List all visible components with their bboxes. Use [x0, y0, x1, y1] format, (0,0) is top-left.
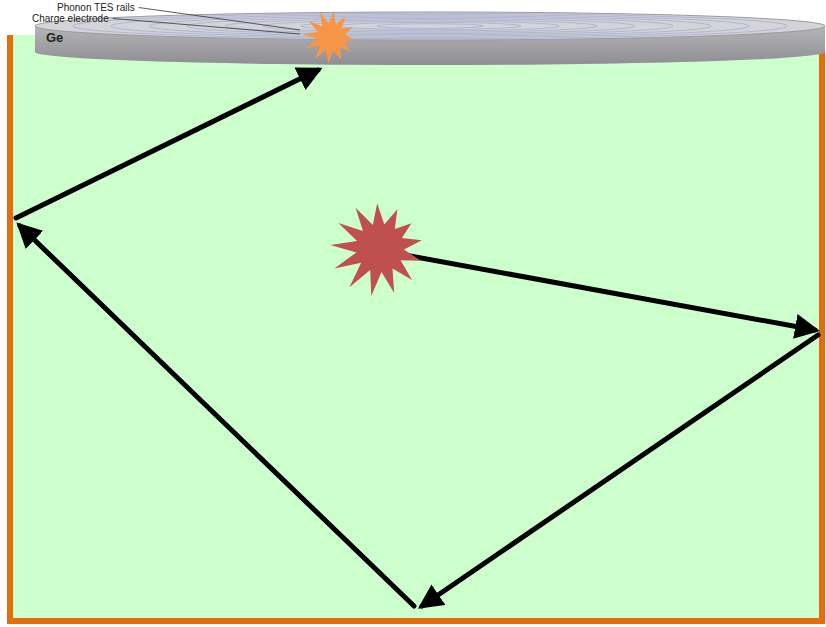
phonon-arrow [383, 251, 815, 330]
leader-line [113, 19, 300, 35]
part-label: Charge electrode [32, 13, 109, 24]
material-label: Ge [46, 31, 63, 45]
leader-lines [113, 8, 300, 35]
vessel-fill [10, 35, 822, 621]
ge-detector-disk [35, 12, 825, 65]
vessel-wall [10, 35, 822, 621]
phonon-arrow [422, 335, 818, 606]
phonon-path [16, 70, 818, 606]
leader-line [139, 8, 300, 31]
phonon-arrow [20, 226, 414, 606]
phonon-arrow [16, 70, 318, 218]
sensor-hit-burst [303, 11, 354, 64]
interaction-burst [330, 203, 421, 296]
part-label: Phonon TES rails [57, 2, 135, 13]
